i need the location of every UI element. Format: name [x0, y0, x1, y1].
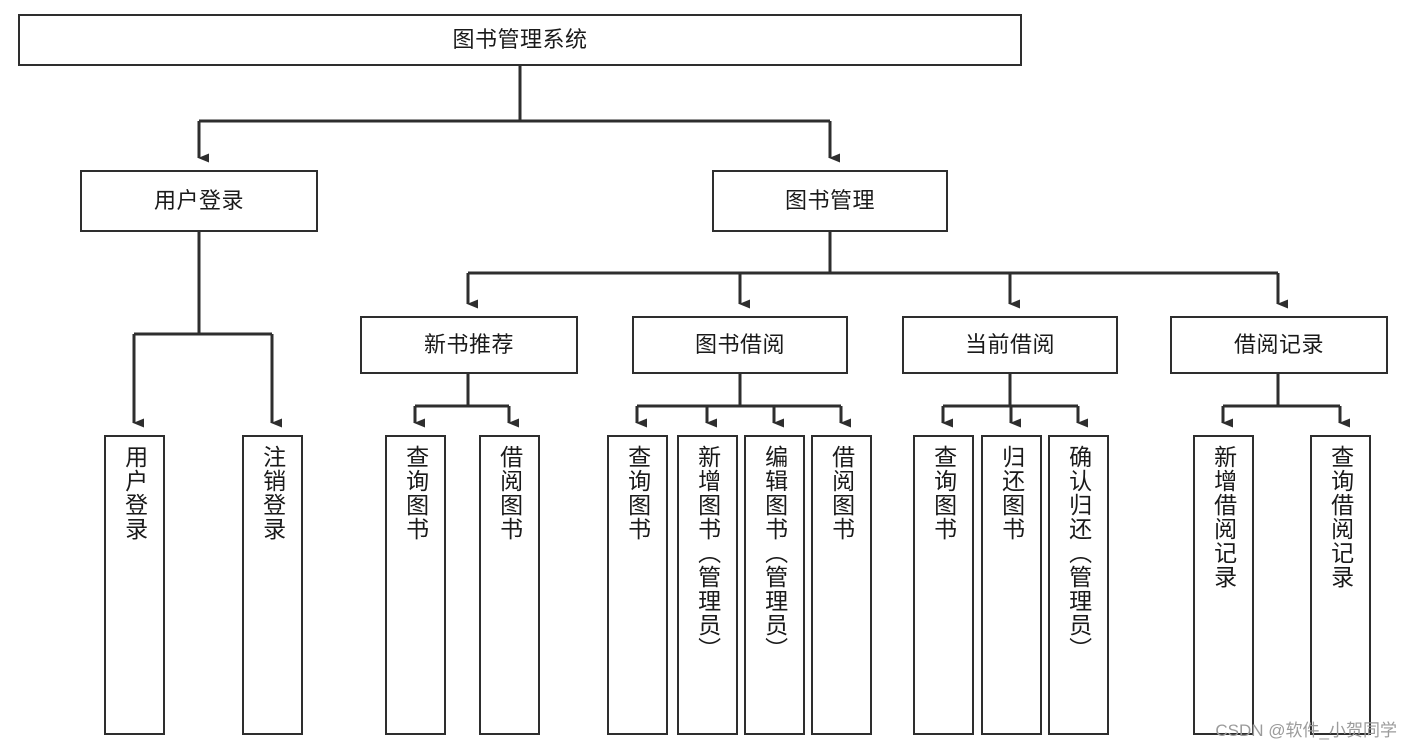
node-leaf-confirm-return-admin-label: 确认归还（管理员） [1065, 445, 1092, 661]
node-leaf-add-book-admin[interactable]: 新增图书（管理员） [677, 435, 738, 735]
node-borrow-record-label: 借阅记录 [1233, 332, 1324, 358]
node-user-login[interactable]: 用户登录 [80, 170, 318, 232]
node-leaf-return-book[interactable]: 归还图书 [981, 435, 1042, 735]
node-book-manage-label: 图书管理 [784, 188, 875, 214]
node-leaf-confirm-return-admin[interactable]: 确认归还（管理员） [1048, 435, 1109, 735]
node-book-borrow[interactable]: 图书借阅 [632, 316, 848, 374]
node-leaf-query-borrow-record[interactable]: 查询借阅记录 [1310, 435, 1371, 735]
node-new-book-recommend[interactable]: 新书推荐 [360, 316, 578, 374]
node-leaf-user-login-label: 用户登录 [121, 445, 148, 541]
node-leaf-borrow-book-2-label: 借阅图书 [828, 445, 855, 541]
node-book-borrow-label: 图书借阅 [694, 332, 785, 358]
node-root[interactable]: 图书管理系统 [18, 14, 1022, 66]
node-borrow-record[interactable]: 借阅记录 [1170, 316, 1388, 374]
node-leaf-logout[interactable]: 注销登录 [242, 435, 303, 735]
node-leaf-user-login[interactable]: 用户登录 [104, 435, 165, 735]
node-leaf-query-book-3[interactable]: 查询图书 [913, 435, 974, 735]
node-leaf-add-borrow-record-label: 新增借阅记录 [1210, 445, 1237, 589]
node-book-manage[interactable]: 图书管理 [712, 170, 948, 232]
node-leaf-add-book-admin-label: 新增图书（管理员） [694, 445, 721, 661]
node-root-label: 图书管理系统 [452, 27, 588, 53]
node-leaf-query-borrow-record-label: 查询借阅记录 [1327, 445, 1354, 589]
node-user-login-label: 用户登录 [153, 188, 244, 214]
node-leaf-edit-book-admin[interactable]: 编辑图书（管理员） [744, 435, 805, 735]
node-current-borrow[interactable]: 当前借阅 [902, 316, 1118, 374]
node-leaf-query-book-2-label: 查询图书 [624, 445, 651, 541]
node-leaf-logout-label: 注销登录 [259, 445, 286, 541]
node-leaf-borrow-book-1-label: 借阅图书 [496, 445, 523, 541]
node-leaf-edit-book-admin-label: 编辑图书（管理员） [761, 445, 788, 661]
node-current-borrow-label: 当前借阅 [964, 332, 1055, 358]
node-leaf-query-book-2[interactable]: 查询图书 [607, 435, 668, 735]
node-leaf-query-book-1-label: 查询图书 [402, 445, 429, 541]
node-leaf-add-borrow-record[interactable]: 新增借阅记录 [1193, 435, 1254, 735]
node-new-book-recommend-label: 新书推荐 [423, 332, 514, 358]
node-leaf-borrow-book-1[interactable]: 借阅图书 [479, 435, 540, 735]
node-leaf-query-book-1[interactable]: 查询图书 [385, 435, 446, 735]
node-leaf-borrow-book-2[interactable]: 借阅图书 [811, 435, 872, 735]
node-leaf-return-book-label: 归还图书 [998, 445, 1025, 541]
node-leaf-query-book-3-label: 查询图书 [930, 445, 957, 541]
